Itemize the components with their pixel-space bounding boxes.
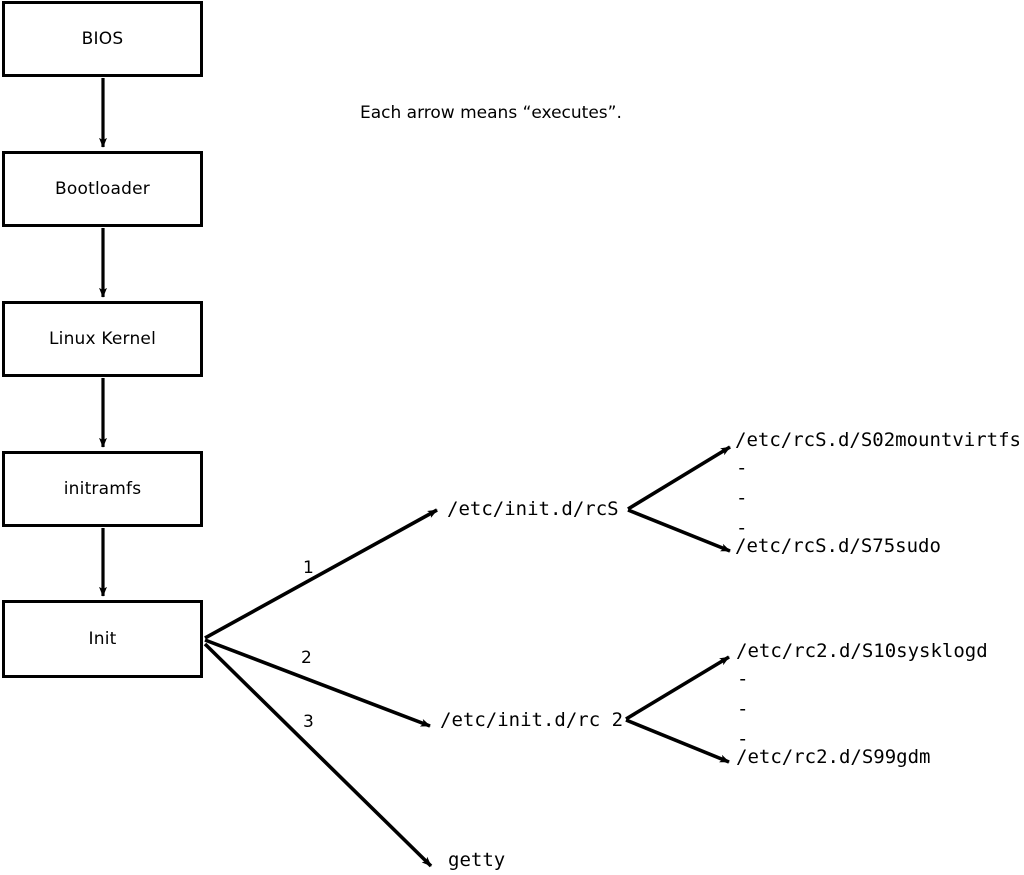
branch-number-3: 3: [303, 712, 314, 732]
script-rcs-ellipsis-1: -: [736, 457, 748, 479]
script-rcs-ellipsis-3: -: [736, 517, 748, 539]
arrow-init-to-getty: [203, 642, 433, 868]
node-bootloader-label: Bootloader: [55, 178, 150, 199]
node-init-label: Init: [88, 628, 117, 649]
legend-note: Each arrow means “executes”.: [360, 103, 622, 123]
branch-number-2: 2: [301, 648, 312, 668]
node-linux-kernel[interactable]: Linux Kernel: [2, 301, 203, 377]
node-bios[interactable]: BIOS: [2, 1, 203, 77]
script-rc2-first[interactable]: /etc/rc2.d/S10sysklogd: [736, 640, 988, 662]
target-getty[interactable]: getty: [448, 849, 506, 871]
branch-number-1: 1: [303, 558, 314, 578]
script-rc2-last[interactable]: /etc/rc2.d/S99gdm: [736, 746, 931, 768]
arrow-rcs-to-last-script: [627, 508, 731, 553]
target-rcs[interactable]: /etc/init.d/rcS: [447, 498, 619, 520]
node-initramfs-label: initramfs: [63, 478, 142, 499]
node-init[interactable]: Init: [2, 600, 203, 678]
target-rc2[interactable]: /etc/init.d/rc 2: [440, 709, 624, 731]
script-rc2-ellipsis-1: -: [737, 668, 749, 690]
arrow-rcs-to-first-script: [627, 445, 731, 511]
node-linux-kernel-label: Linux Kernel: [48, 328, 156, 349]
script-rcs-last[interactable]: /etc/rcS.d/S75sudo: [735, 535, 941, 557]
node-bootloader[interactable]: Bootloader: [2, 151, 203, 227]
arrow-rc2-to-last-script: [625, 718, 730, 764]
arrow-rc2-to-first-script: [625, 655, 730, 721]
script-rc2-ellipsis-2: -: [737, 698, 749, 720]
script-rc2-ellipsis-3: -: [737, 728, 749, 750]
node-initramfs[interactable]: initramfs: [2, 451, 203, 527]
script-rcs-ellipsis-2: -: [736, 487, 748, 509]
script-rcs-first[interactable]: /etc/rcS.d/S02mountvirtfs: [735, 429, 1021, 451]
node-bios-label: BIOS: [81, 28, 124, 49]
arrow-init-to-rc2: [204, 638, 431, 728]
arrow-init-to-rcs: [204, 508, 438, 640]
